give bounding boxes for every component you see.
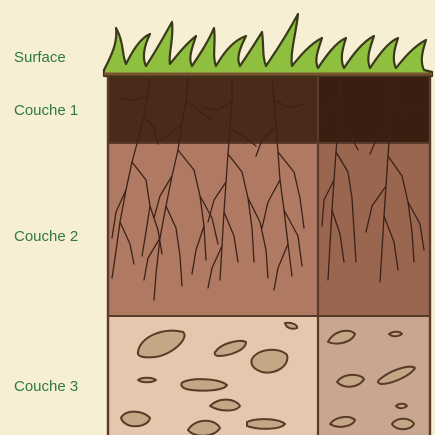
stone	[181, 379, 227, 390]
layer-2-subsoil	[108, 143, 430, 316]
stone	[389, 332, 402, 337]
stone	[396, 404, 407, 409]
stone	[392, 419, 414, 430]
grass	[104, 14, 432, 76]
stone	[138, 378, 156, 383]
stone	[121, 412, 150, 427]
stone	[247, 419, 285, 429]
